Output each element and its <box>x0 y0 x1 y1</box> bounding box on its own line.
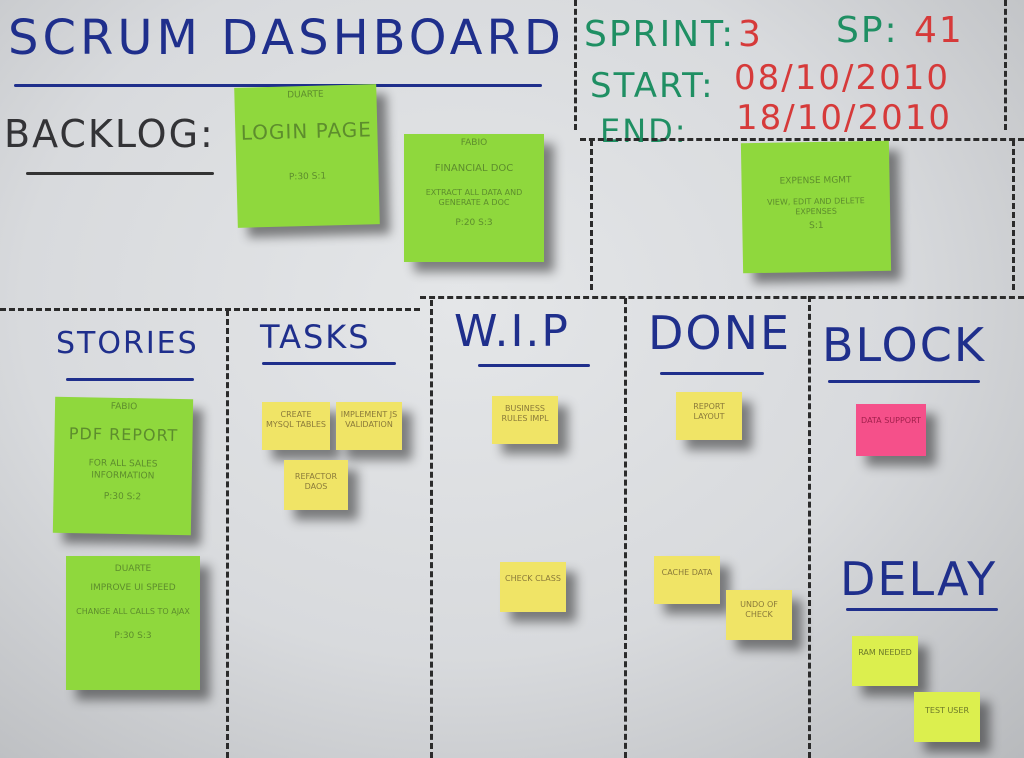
note-points: S:1 <box>808 221 824 232</box>
sticky-note-wip-check-class[interactable]: CHECK CLASS <box>500 562 566 612</box>
note-body: CHANGE ALL CALLS TO AJAX <box>76 606 190 616</box>
note-text: IMPLEMENT JS VALIDATION <box>340 410 398 429</box>
wip-underline <box>478 364 590 367</box>
column-wip: W.I.P <box>454 306 570 357</box>
sprint-value: 3 <box>738 14 763 55</box>
note-text: CREATE MYSQL TABLES <box>266 410 326 429</box>
divider-done-block <box>808 296 811 758</box>
column-tasks: TASKS <box>260 318 371 356</box>
divider-stories-tasks <box>226 310 229 758</box>
end-value: 18/10/2010 <box>736 98 952 138</box>
sticky-note-story-ui-speed[interactable]: DUARTE IMPROVE UI SPEED CHANGE ALL CALLS… <box>66 556 200 690</box>
note-title: PDF REPORT <box>68 424 179 446</box>
note-body: FOR ALL SALES INFORMATION <box>88 458 158 482</box>
note-owner: FABIO <box>460 138 488 148</box>
note-title: LOGIN PAGE <box>240 117 373 145</box>
divider-top-right <box>1004 0 1007 130</box>
title-underline <box>14 84 542 87</box>
sticky-note-done-report-layout[interactable]: REPORT LAYOUT <box>676 392 742 440</box>
sp-value: 41 <box>914 10 964 51</box>
board-title: SCRUM DASHBOARD <box>8 10 565 66</box>
divider-wip-done <box>624 298 627 758</box>
divider-sprint-left <box>590 140 593 290</box>
sticky-note-delay-test-user[interactable]: TEST USER <box>914 692 980 742</box>
tasks-underline <box>262 362 396 365</box>
sticky-note-task-mysql[interactable]: CREATE MYSQL TABLES <box>262 402 330 450</box>
note-text: CACHE DATA <box>661 568 713 577</box>
delay-underline <box>846 608 998 611</box>
note-points: P:30 S:1 <box>288 171 327 183</box>
note-text: UNDO OF CHECK <box>740 600 778 619</box>
sticky-note-done-cache-data[interactable]: CACHE DATA <box>654 556 720 604</box>
done-underline <box>660 372 764 375</box>
sticky-note-task-daos[interactable]: REFACTOR DAOS <box>284 460 348 510</box>
sticky-note-task-validation[interactable]: IMPLEMENT JS VALIDATION <box>336 402 402 450</box>
note-owner: FABIO <box>110 401 138 413</box>
note-text: BUSINESS RULES IMPL <box>501 404 549 423</box>
sticky-note-block-data-support[interactable]: DATA SUPPORT <box>856 404 926 456</box>
sticky-note-backlog-login[interactable]: DUARTE LOGIN PAGE P:30 S:1 <box>234 84 380 228</box>
note-body: VIEW, EDIT AND DELETE EXPENSES <box>766 196 865 217</box>
note-owner: DUARTE <box>114 564 152 574</box>
block-underline <box>828 380 980 383</box>
backlog-underline <box>26 172 214 175</box>
sticky-note-backlog-financial[interactable]: FABIO FINANCIAL DOC EXTRACT ALL DATA AND… <box>404 134 544 262</box>
sticky-note-sprint-story[interactable]: EXPENSE MGMT VIEW, EDIT AND DELETE EXPEN… <box>740 140 892 274</box>
sticky-note-done-undo-check[interactable]: UNDO OF CHECK <box>726 590 792 640</box>
note-text: RAM NEEDED <box>858 648 912 657</box>
note-owner: DUARTE <box>287 89 324 101</box>
divider-columns-top-left <box>0 308 420 311</box>
divider-sprint-top <box>580 138 1024 141</box>
column-done: DONE <box>648 306 792 360</box>
sticky-note-story-pdf[interactable]: FABIO PDF REPORT FOR ALL SALES INFORMATI… <box>52 396 194 536</box>
note-points: P:30 S:2 <box>103 491 142 503</box>
column-block: BLOCK <box>822 318 987 372</box>
note-title: EXPENSE MGMT <box>779 175 852 187</box>
note-text: REPORT LAYOUT <box>693 402 725 421</box>
column-delay: DELAY <box>840 552 998 606</box>
note-title: IMPROVE UI SPEED <box>90 583 176 594</box>
sticky-note-delay-ram[interactable]: RAM NEEDED <box>852 636 918 686</box>
sp-label: SP: <box>836 10 899 51</box>
end-label: END: <box>600 112 688 150</box>
note-text: DATA SUPPORT <box>861 416 921 425</box>
stories-underline <box>66 378 194 381</box>
divider-sprint-right <box>1012 140 1015 290</box>
sprint-label: SPRINT: <box>584 14 736 55</box>
note-text: TEST USER <box>925 706 969 715</box>
column-stories: STORIES <box>56 326 199 361</box>
divider-top-center <box>574 0 577 130</box>
start-value: 08/10/2010 <box>734 58 950 98</box>
note-body: EXTRACT ALL DATA AND GENERATE A DOC <box>425 187 523 207</box>
divider-columns-top-right <box>420 296 1024 299</box>
note-title: FINANCIAL DOC <box>434 163 514 175</box>
start-label: START: <box>590 66 715 106</box>
note-text: REFACTOR DAOS <box>294 472 338 491</box>
note-points: P:20 S:3 <box>455 217 493 228</box>
sticky-note-wip-business-rules[interactable]: BUSINESS RULES IMPL <box>492 396 558 444</box>
note-points: P:30 S:3 <box>114 630 152 641</box>
backlog-label: BACKLOG: <box>4 112 215 156</box>
divider-tasks-wip <box>430 300 433 758</box>
note-text: CHECK CLASS <box>505 574 561 583</box>
